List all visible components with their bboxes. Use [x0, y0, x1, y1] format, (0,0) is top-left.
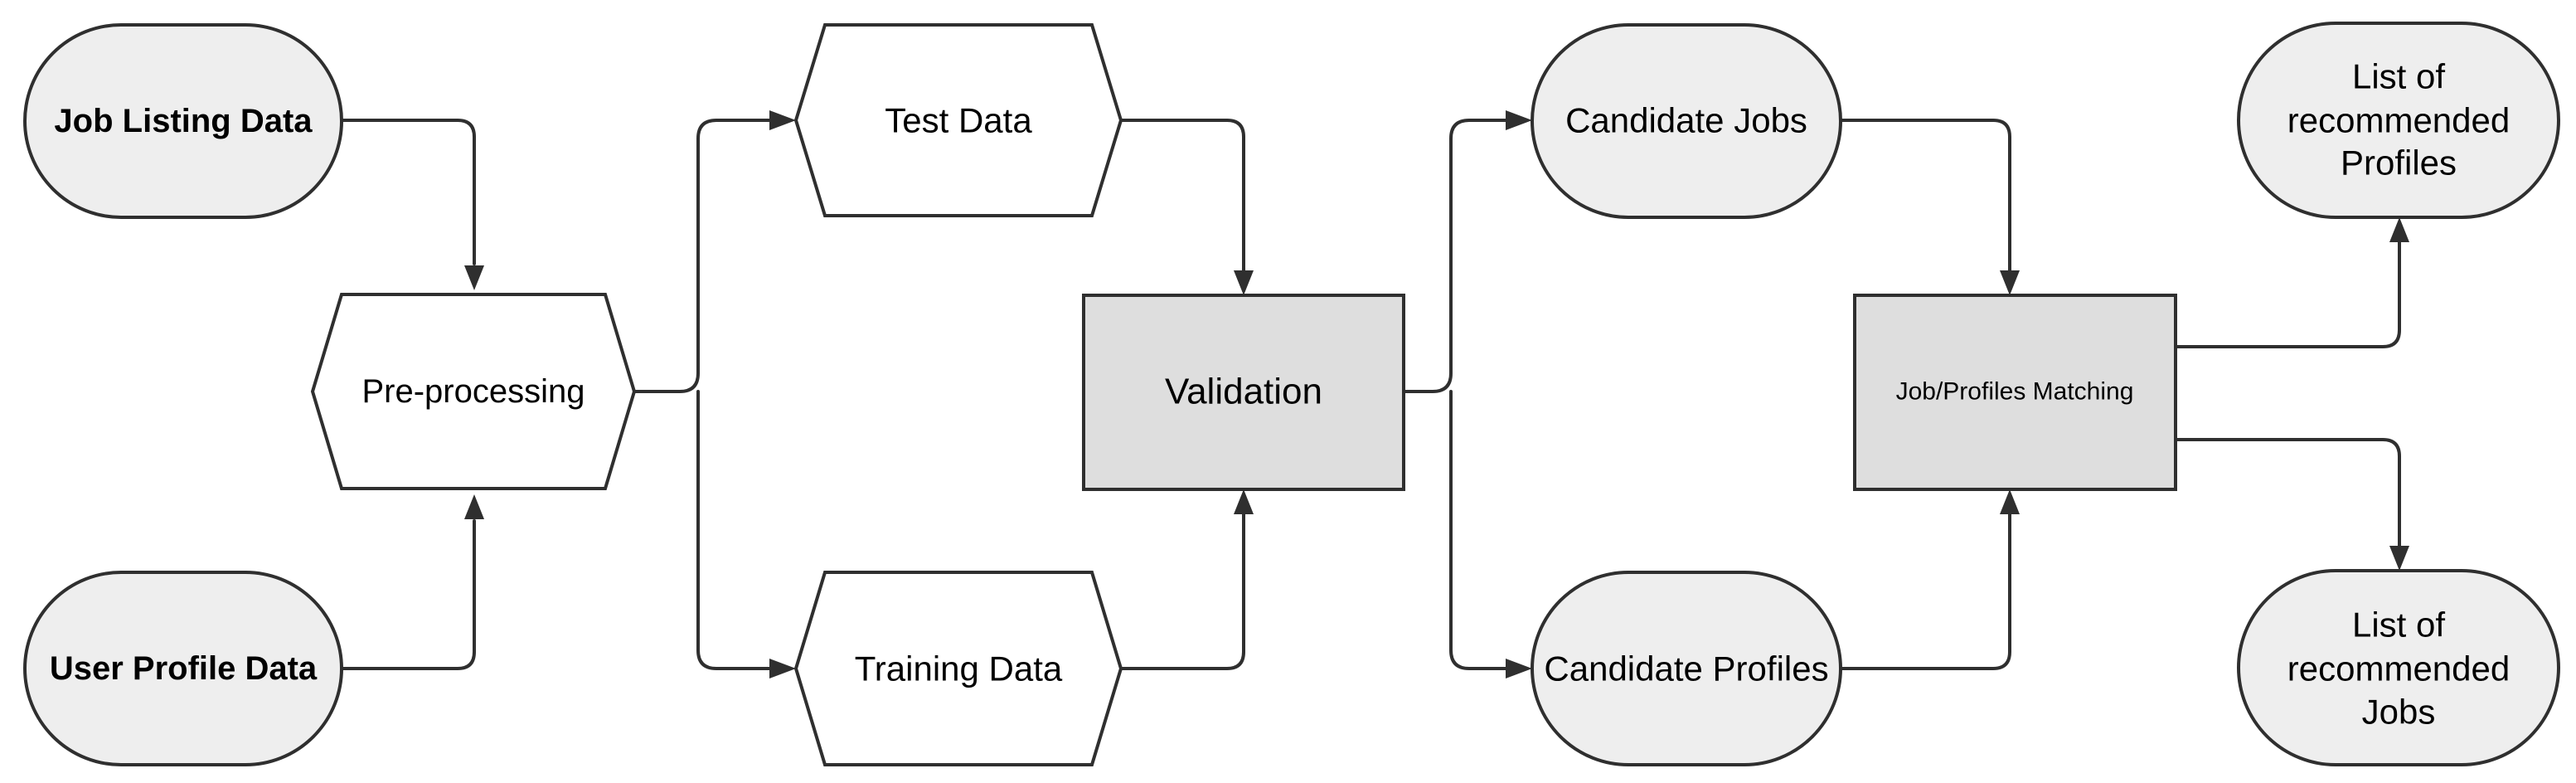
candidate-jobs-node — [1531, 23, 1842, 219]
arrowhead — [2389, 217, 2409, 242]
candidate-jobs-label: Candidate Jobs — [1565, 101, 1807, 140]
recommended-jobs-label-line-2: recommended — [2287, 649, 2510, 688]
job-listing-data-label: Job Listing Data — [54, 103, 313, 139]
connector-user-profile-to-preprocessing — [340, 519, 476, 670]
test-data-node — [793, 23, 1123, 217]
matching-node — [1853, 294, 2177, 491]
arrowhead — [1506, 659, 1532, 678]
user-profile-data-label: User Profile Data — [50, 650, 318, 687]
candidate-profiles-node — [1531, 571, 1842, 766]
connector-matching-to-recommended-jobs — [2174, 438, 2401, 552]
preprocessing-node — [310, 293, 637, 490]
connector-preprocessing-to-test-data — [633, 119, 771, 393]
matching-label: Job/Profiles Matching — [1896, 378, 2134, 406]
connector-candidate-profiles-to-matching — [1839, 513, 2011, 670]
connector-candidate-jobs-to-matching — [1839, 119, 2011, 272]
candidate-profiles-label: Candidate Profiles — [1544, 649, 1828, 688]
connector-test-data-to-validation — [1119, 119, 1245, 272]
arrowhead — [2389, 546, 2409, 571]
user-profile-data-node — [23, 571, 343, 766]
recommended-jobs-label-line-1: List of — [2352, 605, 2445, 644]
recommended-jobs-label-line-3: Jobs — [2362, 693, 2436, 732]
recommended-profiles-label-line-2: recommended — [2287, 101, 2510, 140]
arrowhead — [2000, 270, 2020, 295]
connector-preprocessing-to-training-data — [696, 390, 771, 670]
recommended-profiles-node — [2237, 22, 2560, 219]
training-data-node — [793, 571, 1123, 766]
connector-validation-to-candidate-jobs — [1402, 119, 1509, 393]
connector-matching-to-recommended-profiles — [2174, 234, 2401, 348]
preprocessing-label: Pre-processing — [361, 373, 585, 410]
connector-validation-to-candidate-profiles — [1449, 390, 1509, 670]
arrowhead — [2000, 489, 2020, 514]
arrowhead — [1234, 270, 1254, 295]
connector-training-data-to-validation — [1119, 513, 1245, 670]
connector-job-listing-to-preprocessing — [340, 119, 476, 265]
recommended-jobs-node — [2237, 569, 2560, 766]
arrowhead — [464, 494, 484, 519]
validation-label: Validation — [1165, 372, 1322, 412]
arrowhead — [464, 265, 484, 290]
recommended-profiles-label-line-3: Profiles — [2341, 143, 2457, 182]
arrowhead — [1506, 110, 1532, 130]
arrowhead — [769, 110, 796, 130]
validation-node — [1082, 294, 1405, 491]
recommended-profiles-label-line-1: List of — [2352, 57, 2445, 96]
job-listing-data-node — [23, 23, 343, 219]
test-data-label: Test Data — [885, 101, 1032, 140]
training-data-label: Training Data — [855, 649, 1063, 688]
arrowhead — [1234, 489, 1254, 514]
arrowhead — [769, 659, 796, 678]
